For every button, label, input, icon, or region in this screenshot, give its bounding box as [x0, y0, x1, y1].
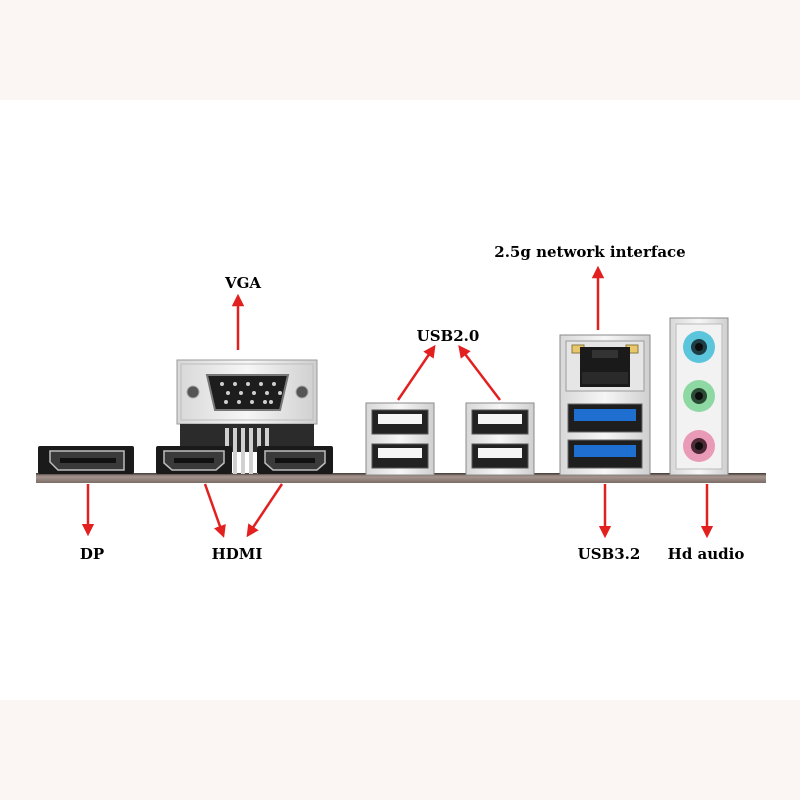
displayport-port [38, 446, 134, 474]
label-dp: DP [79, 545, 105, 563]
audio-jack-pink [683, 430, 715, 462]
arrow-hdmi-1 [203, 483, 226, 538]
annotation-arrows [81, 265, 714, 539]
audio-jacks [669, 317, 729, 476]
label-audio: Hd audio [667, 545, 745, 563]
audio-jack-green [683, 380, 715, 412]
usb3-blue-tongue [574, 409, 636, 421]
lan-usb3-stack [559, 334, 651, 476]
label-hdmi: HDMI [211, 545, 263, 563]
vga-port [176, 359, 318, 474]
main-background [0, 100, 800, 700]
label-usb2: USB2.0 [416, 327, 480, 345]
arrow-hdmi-2 [246, 483, 284, 538]
audio-jack-blue [683, 331, 715, 363]
label-vga: VGA [224, 274, 262, 292]
top-background-band [0, 0, 800, 100]
bottom-background-band [0, 700, 800, 800]
usb3-port-1 [567, 403, 643, 433]
arrow-usb2-1 [396, 344, 436, 401]
hdmi-port-1 [156, 446, 232, 474]
arrow-usb2-2 [458, 345, 501, 401]
usb2-stack-2 [465, 402, 535, 476]
label-network: 2.5g network interface [494, 243, 686, 261]
usb3-port-2 [567, 439, 643, 469]
label-usb3: USB3.2 [577, 545, 641, 563]
usb2-stack-1 [365, 402, 435, 476]
hdmi-port-2 [257, 446, 333, 474]
